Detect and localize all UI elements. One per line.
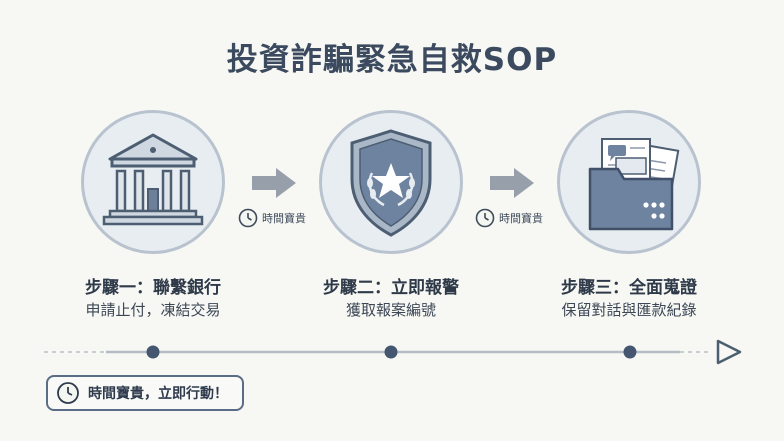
time-note-1: 時間寶貴 <box>238 208 306 228</box>
clock-icon <box>57 382 79 404</box>
step-3-circle <box>557 110 701 254</box>
step-3-desc: 保留對話與匯款紀錄 <box>561 301 697 319</box>
step-1-title: 步驟一：聯繫銀行 <box>85 278 221 298</box>
arrow-right-icon <box>490 168 534 198</box>
step-3-title: 步驟三：全面蒐證 <box>561 278 697 298</box>
call-to-action-box: 時間寶貴，立即行動！ <box>46 375 244 411</box>
time-note-label: 時間寶貴 <box>499 212 543 225</box>
time-note-2: 時間寶貴 <box>475 208 543 228</box>
police-shield-icon <box>350 129 432 237</box>
step-1-circle <box>81 110 225 254</box>
bank-icon <box>102 133 204 226</box>
timeline <box>44 339 742 365</box>
step-2-title: 步驟二：立即報警 <box>323 278 459 298</box>
evidence-folder-icon <box>588 138 680 231</box>
step-2-desc: 獲取報案編號 <box>345 301 436 319</box>
timeline-end-arrow-icon <box>716 339 742 365</box>
timeline-node-2 <box>384 345 398 359</box>
timeline-node-3 <box>623 345 637 359</box>
clock-icon <box>475 208 495 228</box>
step-2-circle <box>319 110 463 254</box>
arrow-right-icon <box>252 168 296 198</box>
time-note-label: 時間寶貴 <box>262 212 306 225</box>
call-to-action-label: 時間寶貴，立即行動！ <box>88 386 228 402</box>
timeline-node-1 <box>146 345 160 359</box>
clock-icon <box>238 208 258 228</box>
page-title: 投資詐騙緊急自救SOP <box>226 42 558 78</box>
step-1-desc: 申請止付，凍結交易 <box>85 301 221 319</box>
